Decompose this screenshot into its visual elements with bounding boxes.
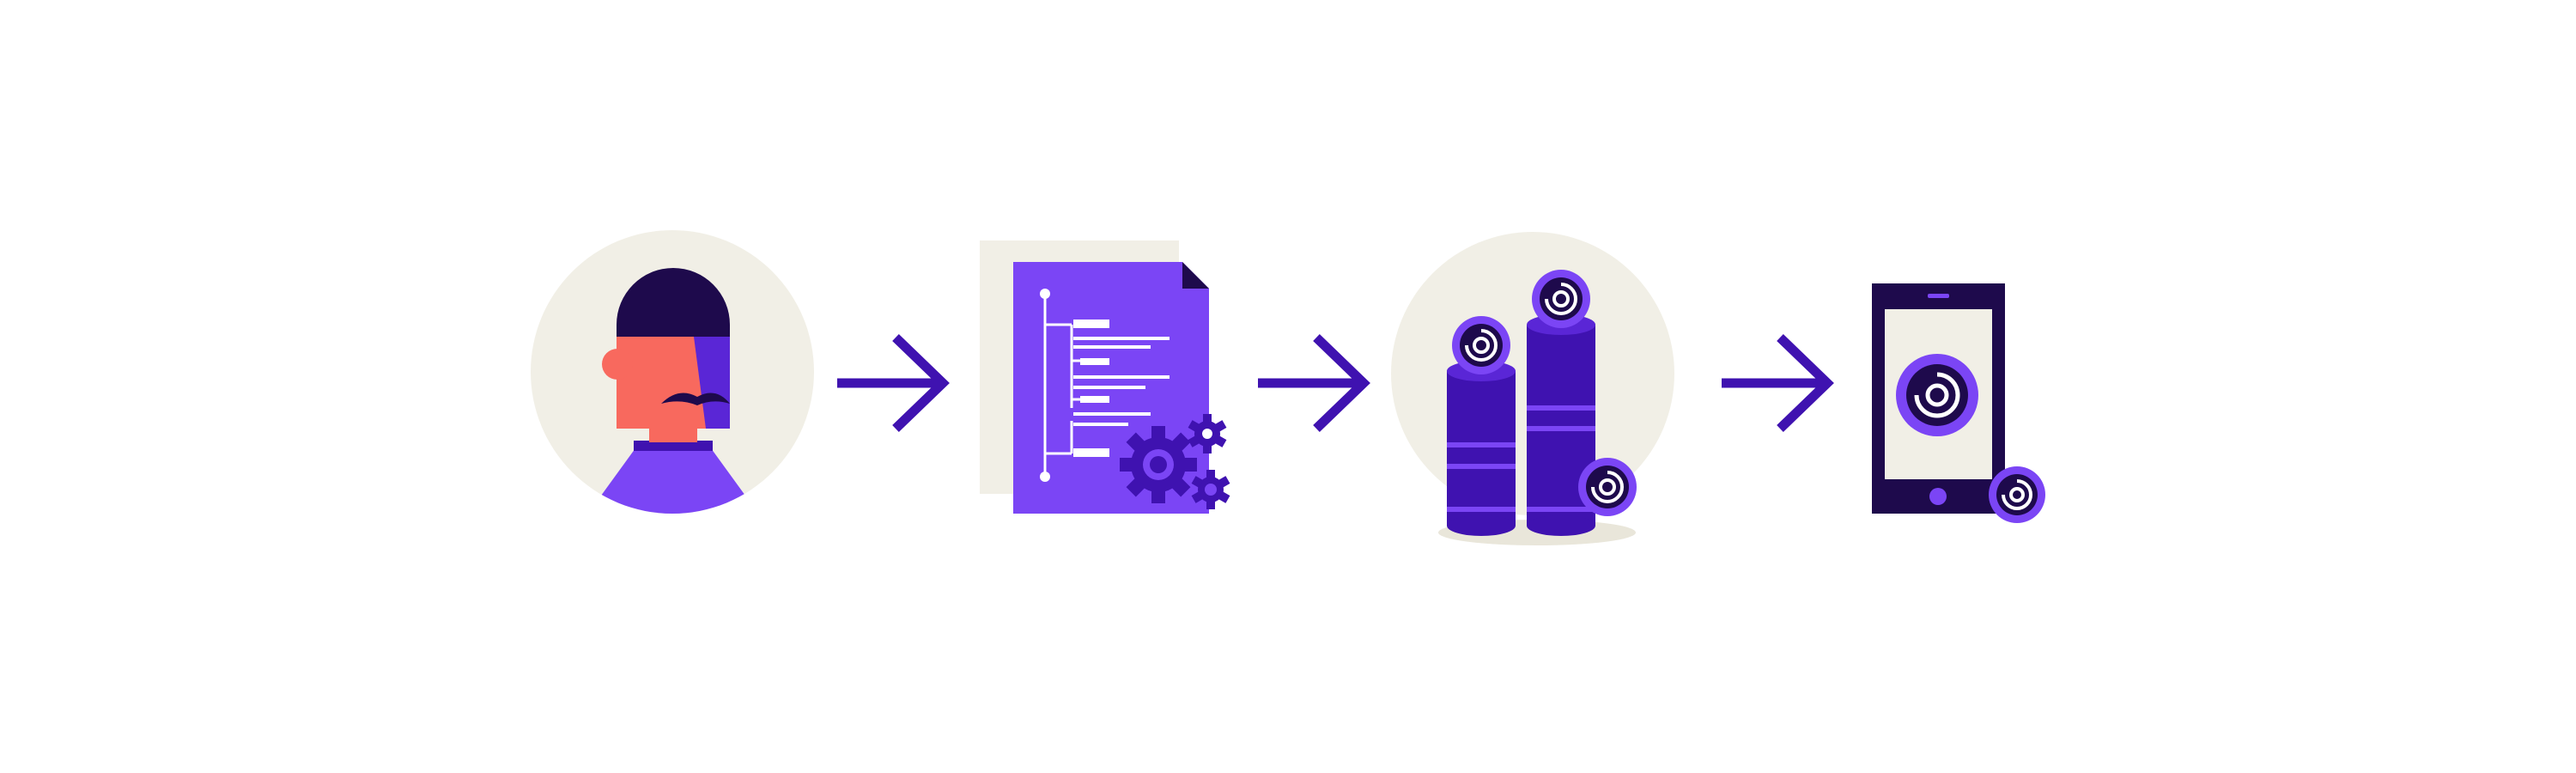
avatar-face-shadow xyxy=(694,337,730,429)
code-tree xyxy=(1043,295,1080,477)
arrow-right-icon xyxy=(1258,334,1370,432)
coin-icon xyxy=(1452,316,1510,374)
token-stacks-icon xyxy=(1391,232,1674,545)
avatar-hair xyxy=(617,268,730,344)
avatar-body xyxy=(601,442,745,514)
coin-icon xyxy=(1532,270,1590,328)
token-stack-left xyxy=(1447,361,1516,536)
coin-icon xyxy=(1578,458,1637,516)
code-document-icon xyxy=(980,240,1230,514)
avatar-moustache xyxy=(661,393,730,405)
large-gear-icon xyxy=(1120,426,1197,503)
code-tree-node xyxy=(1040,472,1050,482)
avatar-collar xyxy=(634,441,713,451)
arrow-right-icon xyxy=(1722,334,1834,432)
small-gear-icon xyxy=(1191,470,1230,509)
coin-icon xyxy=(1989,466,2045,523)
code-lines xyxy=(1073,320,1170,457)
arrow-right-icon xyxy=(837,334,950,432)
developer-avatar-icon xyxy=(531,230,814,514)
phone-speaker xyxy=(1928,294,1949,298)
code-tree-node xyxy=(1040,289,1050,299)
small-gear-icon xyxy=(1188,414,1227,453)
avatar-neck xyxy=(649,427,697,442)
avatar-ear xyxy=(602,349,633,380)
phone-home-button xyxy=(1929,488,1947,505)
coin-icon xyxy=(1896,354,1978,436)
document-folded-corner xyxy=(1182,262,1209,289)
mobile-phone-icon xyxy=(1872,283,2045,523)
